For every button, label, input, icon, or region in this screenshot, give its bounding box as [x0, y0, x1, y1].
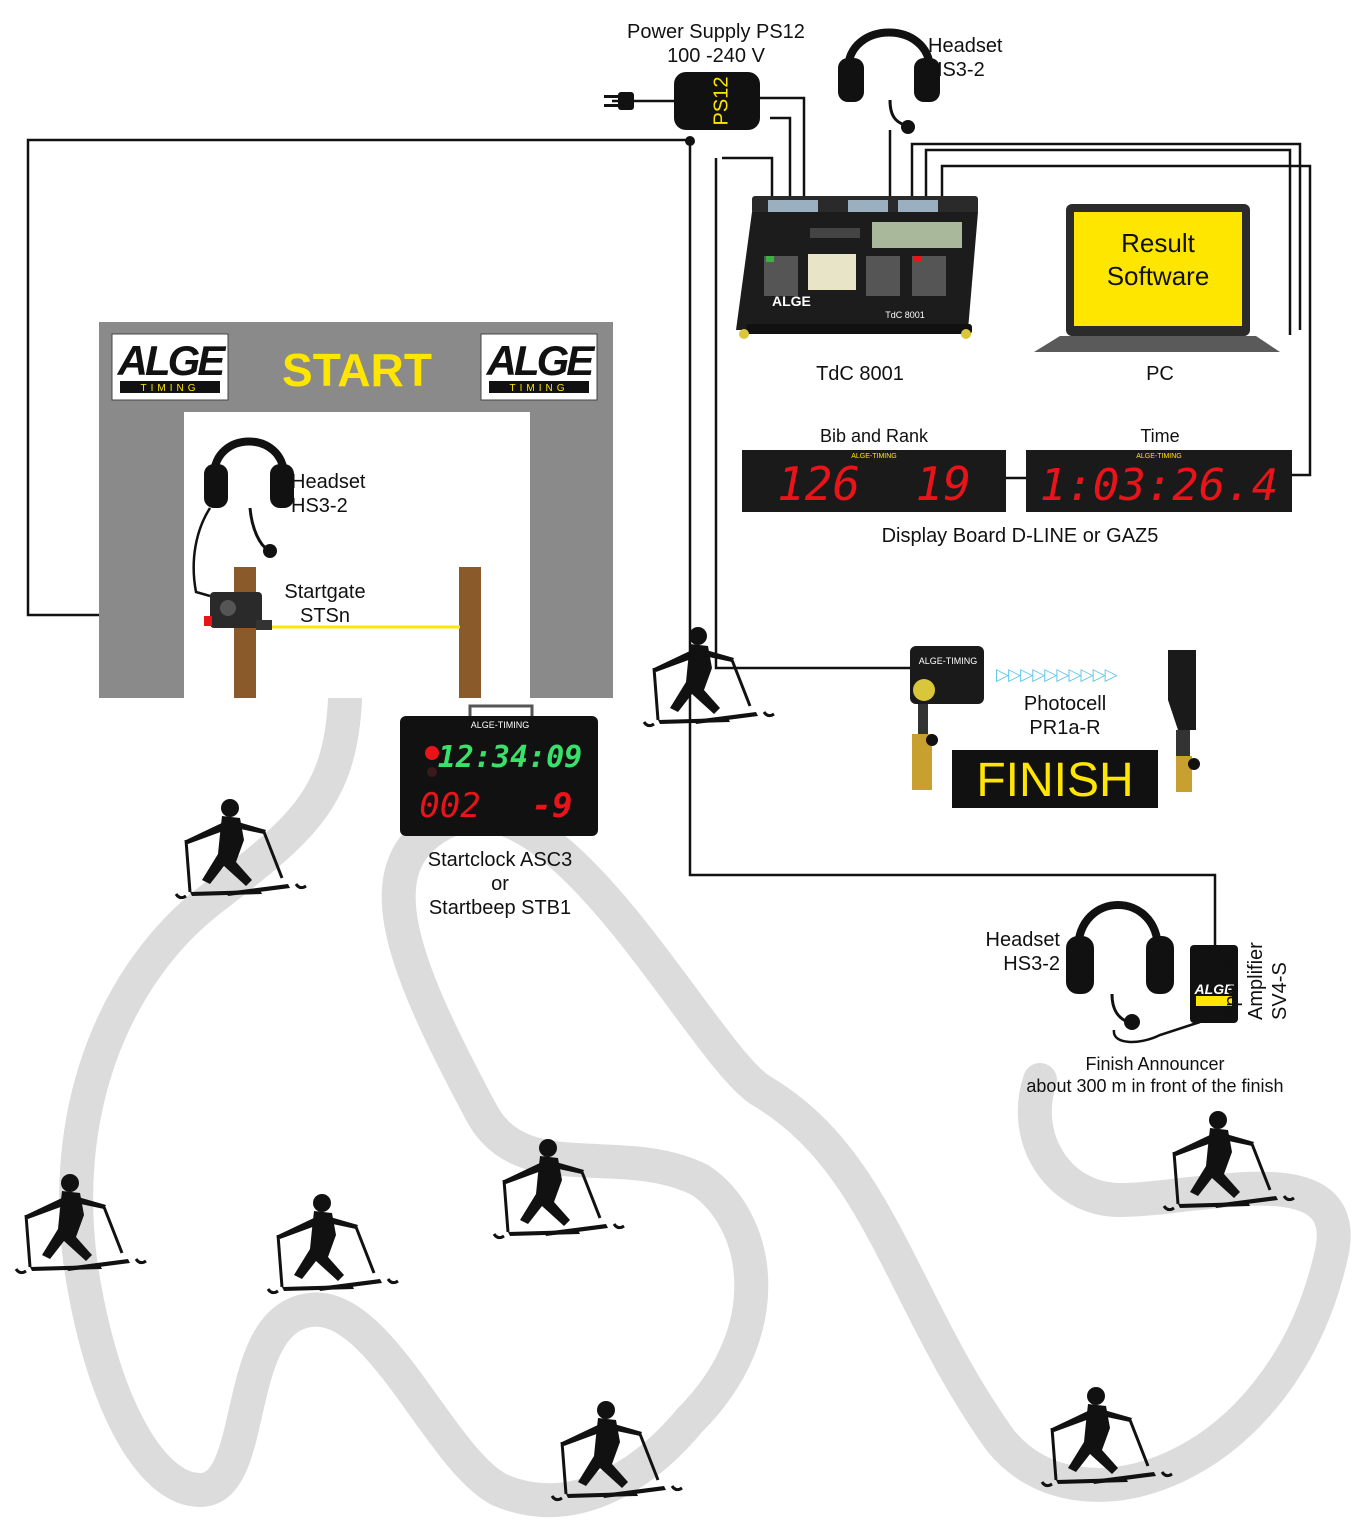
tdc-device-text: TdC 8001 — [885, 310, 925, 320]
headset-top-label-1: Headset — [928, 34, 1003, 58]
amplifier-label-1: Speech — [1220, 952, 1244, 1020]
startclock-asc3: ALGE-TIMING 12:34:09 002 -9 — [400, 706, 598, 836]
headset-top-icon — [838, 33, 940, 135]
logo-right-sub: TIMING — [510, 383, 569, 394]
display-left-label: Bib and Rank — [744, 424, 1004, 448]
ps12-device-label: PS12 — [710, 77, 732, 126]
display-board: 126 19 1:03:26.4 ALGE-TIMING ALGE-TIMING — [742, 450, 1292, 512]
photocell-beam-arrows: ▷▷▷▷▷▷▷▷▷▷ — [996, 665, 1119, 685]
pc-laptop: Result Software — [1034, 204, 1280, 352]
finish-sign: FINISH — [952, 750, 1158, 808]
gate-headset-label-1: Headset — [291, 470, 366, 494]
display-left-brand: ALGE-TIMING — [851, 453, 897, 460]
pc-screen-line1: Result — [1121, 228, 1195, 258]
plug-icon — [604, 92, 634, 110]
headset-announcer-icon — [1066, 905, 1200, 1042]
photocell-label-1: Photocell — [990, 692, 1140, 716]
startclock-caption-1: Startclock ASC3 — [400, 848, 600, 872]
logo-right-brand: ALGE — [486, 337, 597, 384]
tdc-brand-text: ALGE — [772, 293, 811, 309]
photocell-brand: ALGE-TIMING — [919, 656, 978, 666]
display-right-label: Time — [1030, 424, 1290, 448]
logo-left-sub: TIMING — [141, 383, 200, 394]
photocell-label-2: PR1a-R — [990, 716, 1140, 740]
finish-sign-text: FINISH — [976, 754, 1133, 807]
startclock-countdown: -9 — [532, 786, 573, 826]
ski-track — [76, 700, 1334, 1500]
startgate-label-2: STSn — [260, 604, 390, 628]
display-right-digits: 1:03:26.4 — [1040, 460, 1278, 511]
skier-6 — [268, 1194, 398, 1293]
announcer-caption-1: Finish Announcer — [990, 1052, 1320, 1076]
startclock-brand: ALGE-TIMING — [471, 720, 530, 730]
cable-junction — [685, 136, 695, 146]
power-supply-ps12: PS12 — [674, 72, 760, 130]
announcer-caption-2: about 300 m in front of the finish — [990, 1074, 1320, 1098]
amplifier-label-2: Amplifier — [1244, 942, 1268, 1020]
startgate-device — [210, 592, 262, 628]
display-right-brand: ALGE-TIMING — [1136, 453, 1182, 460]
announcer-headset-label-2: HS3-2 — [970, 952, 1060, 976]
startclock-bib: 002 — [419, 786, 480, 826]
start-gate-area: ALGE TIMING ALGE TIMING START — [99, 322, 613, 698]
start-title: START — [282, 344, 432, 396]
startgate-label-1: Startgate — [260, 580, 390, 604]
startclock-caption-3: Startbeep STB1 — [400, 896, 600, 920]
pc-label: PC — [1100, 362, 1220, 386]
start-post-right — [459, 567, 481, 698]
tdc-8001-timer-device: ALGE TdC 8001 — [736, 196, 978, 339]
power-supply-voltage: 100 -240 V — [600, 44, 832, 68]
display-left-digits: 126 19 — [777, 457, 971, 511]
power-supply-title: Power Supply PS12 — [600, 20, 832, 44]
pc-screen-line2: Software — [1107, 261, 1210, 291]
gate-headset-label-2: HS3-2 — [291, 494, 348, 518]
startclock-time: 12:34:09 — [438, 740, 583, 775]
logo-left-brand: ALGE — [117, 337, 228, 384]
startclock-caption-2: or — [400, 872, 600, 896]
start-post-left — [234, 567, 256, 698]
tdc-label: TdC 8001 — [760, 362, 960, 386]
display-board-caption: Display Board D-LINE or GAZ5 — [780, 524, 1260, 548]
headset-top-label-2: HS3-2 — [928, 58, 985, 82]
amplifier-label-3: SV4-S — [1268, 962, 1292, 1020]
skier-2 — [644, 627, 774, 726]
announcer-headset-label-1: Headset — [970, 928, 1060, 952]
